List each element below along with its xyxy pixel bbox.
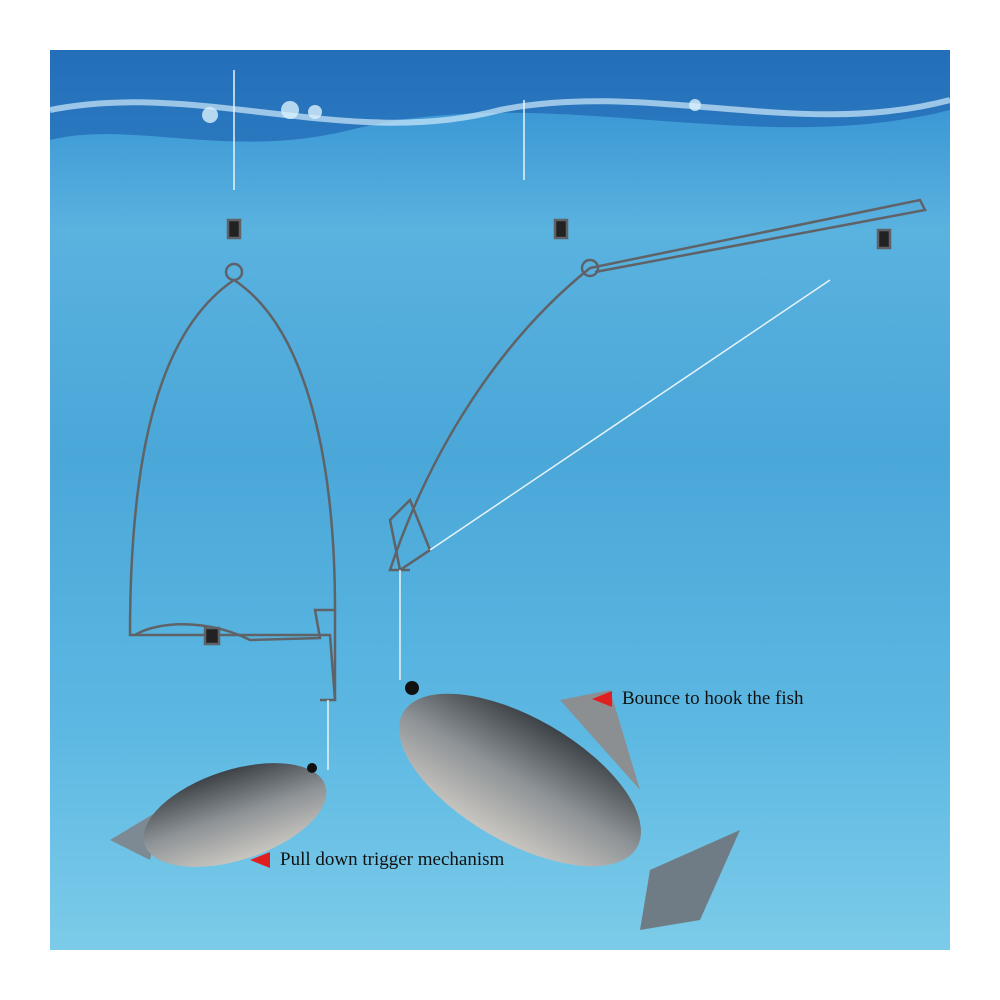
bounce-label-text: Bounce to hook the fish (622, 688, 804, 709)
bounce-label: Bounce to hook the fish (592, 688, 804, 710)
trigger-label: Pull down trigger mechanism (250, 849, 504, 871)
underwater-product-scene: Bounce to hook the fish Pull down trigge… (50, 50, 950, 950)
trigger-label-text: Pull down trigger mechanism (280, 849, 505, 870)
red-arrow-icon (250, 852, 270, 868)
small-fish (110, 763, 327, 867)
right-spring-rig (388, 100, 927, 680)
product-illustration (50, 50, 950, 930)
red-arrow-icon (592, 691, 612, 707)
water-surface (50, 50, 950, 142)
left-spring-rig (128, 70, 337, 770)
large-fish (399, 681, 740, 930)
